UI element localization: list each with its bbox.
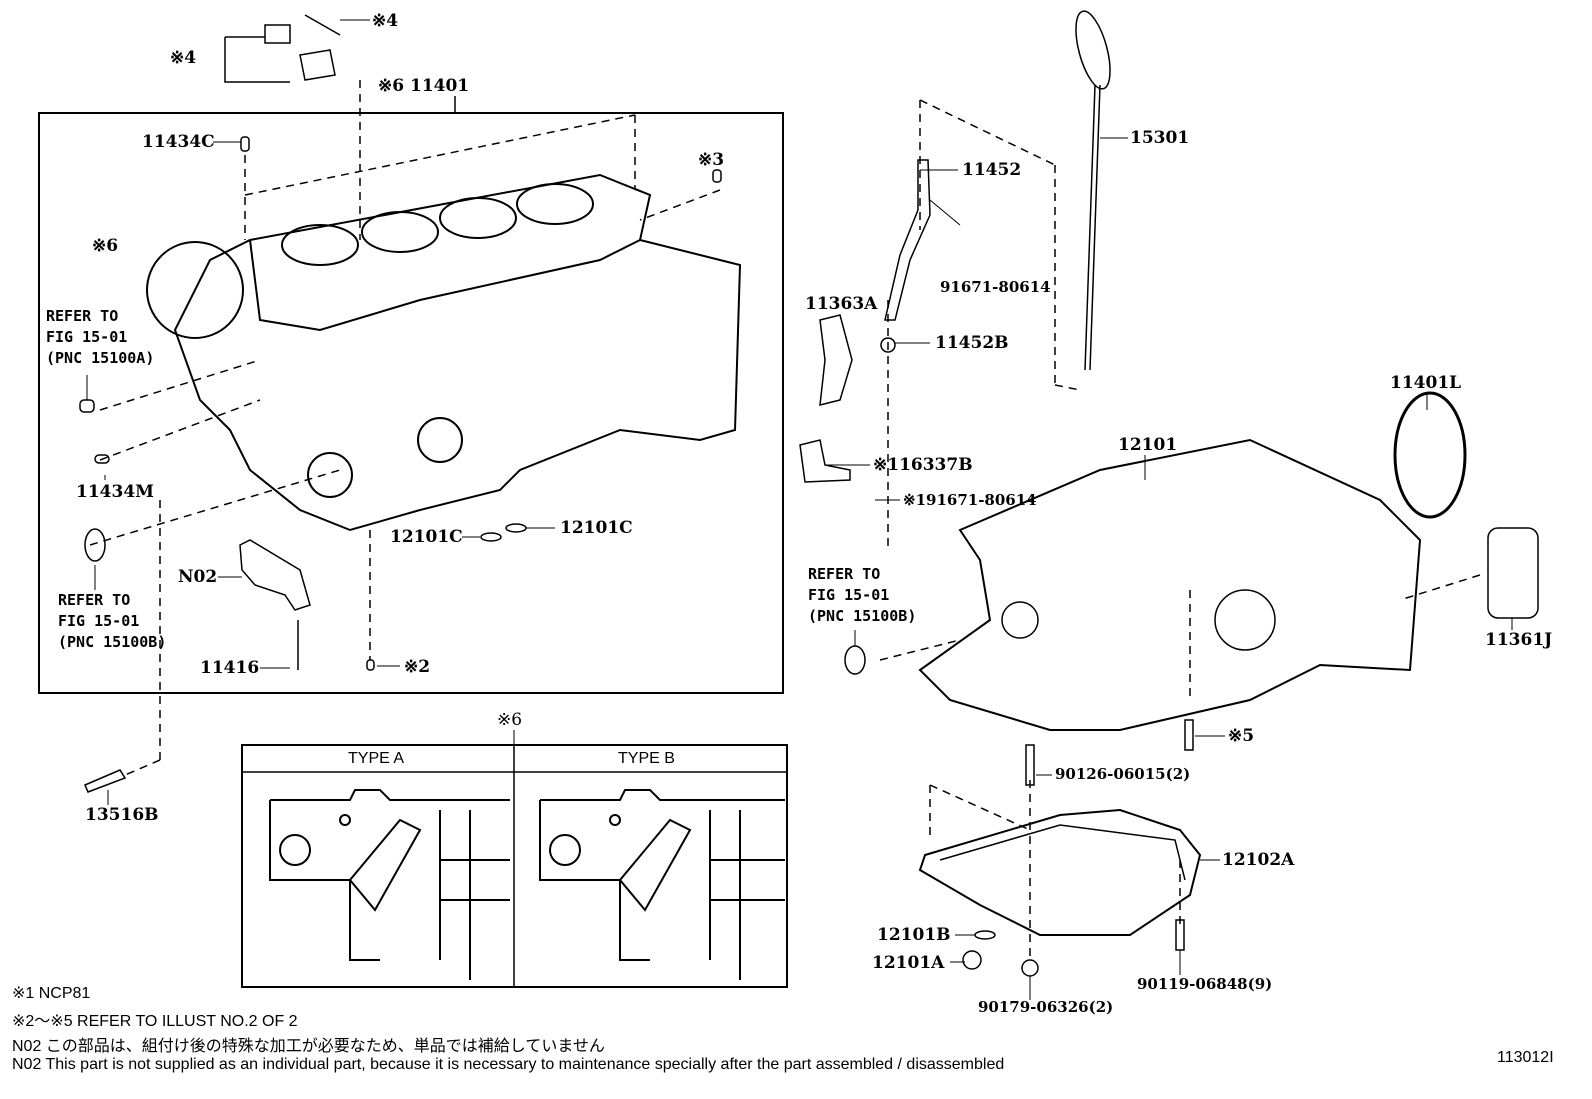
footnote-ncp81: ※1 NCP81	[12, 985, 91, 1002]
part-label-11363a[interactable]: 11363A	[805, 294, 878, 314]
type-b-header: TYPE B	[618, 750, 675, 767]
oil-pan-upper-illustration	[918, 438, 1422, 731]
part-label-191671-80614[interactable]: ※191671-80614	[903, 491, 1037, 509]
part-label-12101c-left[interactable]: 12101C	[390, 527, 463, 547]
part-label-16337b[interactable]: ※116337B	[873, 455, 973, 475]
part-label-11452[interactable]: 11452	[962, 160, 1022, 180]
oil-seal-illustration	[1393, 391, 1467, 519]
refer-note-15100b-left[interactable]: REFER TO FIG 15-01 (PNC 15100B)	[58, 591, 167, 651]
engine-block-group-frame	[38, 112, 784, 694]
part-label-n02[interactable]: N02	[178, 567, 218, 587]
footnote-n02-english: N02 This part is not supplied as an indi…	[12, 1056, 1005, 1073]
part-label-12101a[interactable]: 12101A	[872, 953, 945, 973]
inset-ref6-label: ※6	[497, 710, 523, 730]
refer-note-15100a[interactable]: REFER TO FIG 15-01 (PNC 15100A)	[46, 307, 155, 367]
part-label-12101c-right[interactable]: 12101C	[560, 518, 633, 538]
part-label-11401l[interactable]: 11401L	[1390, 373, 1462, 393]
footnote-refer-illust: ※2～※5 REFER TO ILLUST NO.2 OF 2	[12, 1013, 298, 1030]
dipstick-illustration	[1075, 10, 1111, 371]
type-a-header: TYPE A	[348, 750, 405, 767]
part-label-90126-06015[interactable]: 90126-06015(2)	[1055, 765, 1191, 783]
part-label-ref4-stud[interactable]: ※4	[372, 11, 399, 31]
oil-pan-lower-illustration	[918, 808, 1202, 936]
part-label-11361j[interactable]: 11361J	[1485, 630, 1553, 650]
part-label-ref2[interactable]: ※2	[404, 657, 431, 677]
type-inset-frame	[241, 744, 788, 988]
footnote-n02-japanese: N02 この部品は、組付け後の特殊な加工が必要なため、単品では補給していません	[12, 1038, 605, 1055]
illustration-code: 113012I	[1497, 1049, 1554, 1066]
part-label-11416[interactable]: 11416	[200, 658, 260, 678]
part-label-91671-80614[interactable]: 91671-80614	[940, 278, 1051, 296]
part-label-ref3[interactable]: ※3	[698, 150, 725, 170]
part-label-12101b[interactable]: 12101B	[877, 925, 951, 945]
part-label-15301[interactable]: 15301	[1130, 128, 1190, 148]
dipstick-guide-illustration	[884, 159, 931, 321]
cylinder-block-illustration	[146, 173, 742, 532]
type-b-detail	[539, 789, 785, 980]
part-label-ref6[interactable]: ※6	[92, 236, 119, 256]
part-label-90119-06848[interactable]: 90119-06848(9)	[1137, 975, 1273, 993]
type-a-detail	[269, 789, 510, 980]
part-label-11401[interactable]: ※6 11401	[378, 76, 470, 96]
part-label-ref4-sensor[interactable]: ※4	[170, 48, 197, 68]
part-label-13516b[interactable]: 13516B	[85, 805, 159, 825]
refer-note-15100b-right[interactable]: REFER TO FIG 15-01 (PNC 15100B)	[808, 565, 917, 625]
part-label-11452b[interactable]: 11452B	[935, 333, 1009, 353]
part-label-90179-06326[interactable]: 90179-06326(2)	[978, 998, 1114, 1016]
part-label-ref5[interactable]: ※5	[1228, 726, 1255, 746]
part-label-11434m[interactable]: 11434M	[76, 482, 154, 502]
part-label-12102a[interactable]: 12102A	[1222, 850, 1295, 870]
part-label-11434c[interactable]: 11434C	[142, 132, 215, 152]
part-label-12101[interactable]: 12101	[1118, 435, 1178, 455]
